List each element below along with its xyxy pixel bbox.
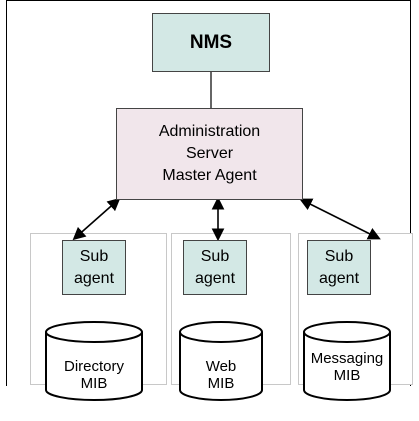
directory-mib-label: Directory MIB [63,358,124,392]
nms-label: NMS [189,31,233,53]
admin-server-node: Administration Server Master Agent [116,108,303,200]
subagent-messaging: Sub agent [307,240,371,295]
subagent-directory-label: Sub agent [73,247,115,287]
messaging-mib-cylinder [303,321,391,401]
subagent-web: Sub agent [183,240,247,295]
nms-node: NMS [152,13,270,72]
subagent-web-label: Sub agent [194,247,236,287]
diagram-frame [6,0,411,386]
directory-mib-cylinder [45,321,143,401]
messaging-mib-label: Messaging MIB [310,350,384,384]
web-mib-label: Web MIB [205,358,237,392]
admin-server-label: Administration Server Master Agent [158,123,261,184]
web-mib-cylinder [179,321,263,401]
admin-subagent-messaging-arrow [299,198,381,240]
subagent-directory: Sub agent [62,240,126,295]
admin-subagent-directory-arrow [72,197,121,241]
subagent-messaging-label: Sub agent [318,247,360,287]
